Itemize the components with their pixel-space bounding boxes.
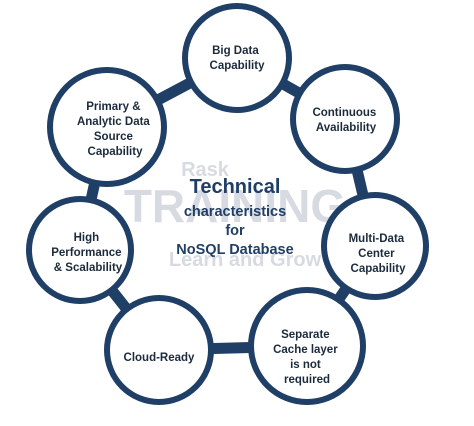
watermark-line2: TRAINING [124,180,346,232]
node-multi-data-center: Multi-Data Center Capability [321,192,429,300]
label-line: Availability [316,122,377,134]
watermark-line3: Learn and Grow [169,249,322,271]
node-ring [321,192,429,300]
node-ring [290,64,400,174]
watermark: Rask TRAINING Learn and Grow [124,159,346,271]
label-line: Source [94,131,133,143]
center-title: Technical [190,176,281,198]
node-primary-analytic: Primary & Analytic Data Source Capabilit… [47,67,167,187]
label-line: & Scalability [54,262,123,274]
node-label: Continuous Availability [312,107,379,134]
node-big-data: Big Data Capability [182,3,292,113]
label-line: Big Data [212,45,259,57]
center-label: Technical characteristics for NoSQL Data… [176,176,293,258]
node-ring [248,287,366,405]
label-line: Capability [88,146,144,158]
node-continuous-availability: Continuous Availability [290,64,400,174]
node-label: Primary & Analytic Data Source Capabilit… [77,101,153,158]
label-line: Continuous [312,107,376,119]
center-subtitle-line: for [225,223,245,239]
watermark-line1: Rask [181,159,230,181]
node-high-performance: High Performance & Scalability [26,196,134,304]
label-line: High [74,232,100,244]
label-line: Separate [281,329,330,341]
center-subtitle-line: NoSQL Database [176,242,293,258]
node-label: Cloud-Ready [124,352,196,364]
node-label: Separate Cache layer is not required [273,329,341,386]
label-line: Primary & [86,101,140,113]
node-label: Multi-Data Center Capability [349,233,408,275]
node-ring [104,295,214,405]
center-subtitle-line: characteristics [184,204,286,220]
label-line: Capability [210,60,266,72]
label-line: is not [290,359,321,371]
label-line: Cloud-Ready [124,352,196,364]
label-line: Center [358,248,395,260]
node-ring [47,67,167,187]
label-line: Cache layer [273,344,338,356]
node-ring [182,3,292,113]
node-separate-cache: Separate Cache layer is not required [248,287,366,405]
label-line: Performance [51,247,121,259]
node-cloud-ready: Cloud-Ready [104,295,214,405]
label-line: Capability [351,263,407,275]
node-label: Big Data Capability [210,45,266,72]
label-line: Analytic Data [77,116,150,128]
node-label: High Performance & Scalability [51,232,125,274]
label-line: required [284,374,330,386]
node-ring [26,196,134,304]
label-line: Multi-Data [349,233,405,245]
